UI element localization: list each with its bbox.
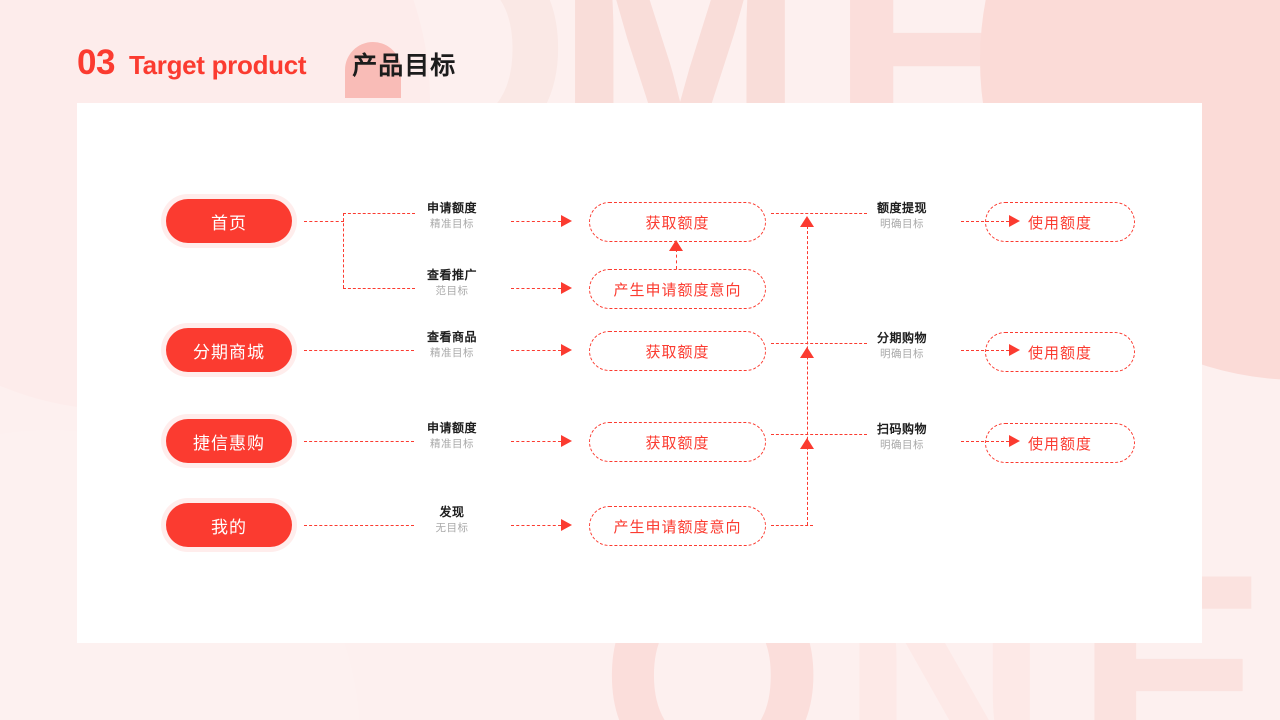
edge-label-installment-shopping-main: 分期购物 [876, 331, 927, 345]
connector-state3-to-scan-shop [771, 434, 867, 435]
arrow-intent1-up [669, 240, 683, 251]
state-node-get-quota-1[interactable]: 获取额度 [589, 202, 766, 242]
section-number: 03 [77, 43, 115, 82]
state-node-get-quota-2-label: 获取额度 [645, 343, 710, 361]
edge-label-view-goods: 查看商品 精准目标 [402, 329, 502, 360]
entry-node-jiexin-huigou[interactable]: 捷信惠购 [166, 419, 292, 463]
entry-node-mine[interactable]: 我的 [166, 503, 292, 547]
state-node-get-quota-2[interactable]: 获取额度 [589, 331, 766, 371]
edge-label-view-promotion-main: 查看推广 [426, 268, 477, 282]
connector-discover-to-state [511, 525, 561, 526]
edge-label-scan-shopping-sub: 明确目标 [880, 439, 924, 452]
edge-label-scan-shopping-main: 扫码购物 [876, 422, 927, 436]
connector-apply-to-state [511, 221, 561, 222]
arrow-apply2-to-state [561, 434, 572, 447]
state-node-intent-1-label: 产生申请额度意向 [613, 281, 742, 299]
state-node-intent-2[interactable]: 产生申请额度意向 [589, 506, 766, 546]
arrow-withdraw-to-use [1009, 214, 1020, 227]
entry-node-home[interactable]: 首页 [166, 199, 292, 243]
arrow-riser-to-row4 [800, 438, 814, 449]
arrow-view-goods-to-state [561, 343, 572, 356]
state-node-intent-1[interactable]: 产生申请额度意向 [589, 269, 766, 309]
arrow-installment-shop-to-use [1009, 343, 1020, 356]
edge-label-apply-quota-2-main: 申请额度 [426, 421, 477, 435]
connector-jiexin-to-apply [304, 441, 414, 442]
title-semicircle-decoration [345, 42, 401, 98]
entry-node-jiexin-huigou-label: 捷信惠购 [193, 433, 265, 453]
connector-state2-to-installment-shop [771, 343, 867, 344]
connector-intent1-up [676, 249, 677, 269]
edge-label-withdraw-quota: 额度提现 明确目标 [852, 200, 952, 231]
page-header: 03 Target product 产品目标 [0, 0, 1280, 103]
connector-apply2-to-state [511, 441, 561, 442]
connector-home-split-vertical [343, 213, 344, 288]
content-card [77, 103, 1202, 643]
edge-label-view-promotion-sub: 范目标 [435, 285, 469, 298]
state-node-get-quota-1-label: 获取额度 [645, 214, 710, 232]
edge-label-view-goods-main: 查看商品 [426, 330, 477, 344]
arrow-promo-to-state [561, 281, 572, 294]
page-title: 03 Target product 产品目标 [77, 43, 456, 83]
connector-home-to-apply [343, 213, 415, 214]
connector-promo-to-state [511, 288, 561, 289]
arrow-discover-to-state [561, 518, 572, 531]
arrow-apply-to-state [561, 214, 572, 227]
edge-label-withdraw-quota-sub: 明确目标 [880, 218, 924, 231]
connector-state1-to-withdraw [771, 213, 867, 214]
state-node-use-quota-1[interactable]: 使用额度 [985, 202, 1135, 242]
edge-label-discover-main: 发现 [439, 505, 465, 519]
edge-label-apply-quota-sub: 精准目标 [430, 218, 474, 231]
connector-intent2-to-riser [771, 525, 813, 526]
state-node-intent-2-label: 产生申请额度意向 [613, 518, 742, 536]
edge-label-view-promotion: 查看推广 范目标 [402, 267, 502, 298]
entry-node-home-label: 首页 [211, 213, 247, 233]
edge-label-scan-shopping: 扫码购物 明确目标 [852, 421, 952, 452]
edge-label-discover-sub: 无目标 [435, 522, 469, 535]
edge-label-apply-quota-2: 申请额度 精准目标 [402, 420, 502, 451]
entry-node-installment-mall[interactable]: 分期商城 [166, 328, 292, 372]
connector-mine-to-discover [304, 525, 414, 526]
state-node-use-quota-2[interactable]: 使用额度 [985, 332, 1135, 372]
edge-label-installment-shopping: 分期购物 明确目标 [852, 330, 952, 361]
entry-node-installment-mall-label: 分期商城 [193, 342, 265, 362]
state-node-get-quota-3-label: 获取额度 [645, 434, 710, 452]
entry-node-mine-label: 我的 [211, 517, 247, 537]
connector-view-goods-to-state [511, 350, 561, 351]
edge-label-installment-shopping-sub: 明确目标 [880, 348, 924, 361]
connector-main-riser [807, 221, 808, 525]
arrow-riser-to-row3 [800, 347, 814, 358]
edge-label-apply-quota: 申请额度 精准目标 [402, 200, 502, 231]
edge-label-apply-quota-main: 申请额度 [426, 201, 477, 215]
state-node-get-quota-3[interactable]: 获取额度 [589, 422, 766, 462]
state-node-use-quota-3[interactable]: 使用额度 [985, 423, 1135, 463]
edge-label-withdraw-quota-main: 额度提现 [876, 201, 927, 215]
edge-label-apply-quota-2-sub: 精准目标 [430, 438, 474, 451]
connector-mall-to-view-goods [304, 350, 414, 351]
section-title-cn: 产品目标 [352, 52, 457, 80]
flow-diagram: 首页 申请额度 精准目标 获取额度 额度提现 明确目标 使用额度 查看推广 范目… [77, 103, 1202, 643]
connector-home-stem [304, 221, 344, 222]
section-title-en: Target product [128, 50, 307, 80]
connector-home-to-promo [343, 288, 415, 289]
arrow-riser-to-row1 [800, 216, 814, 227]
arrow-scan-shop-to-use [1009, 434, 1020, 447]
edge-label-view-goods-sub: 精准目标 [430, 347, 474, 360]
edge-label-discover: 发现 无目标 [402, 504, 502, 535]
